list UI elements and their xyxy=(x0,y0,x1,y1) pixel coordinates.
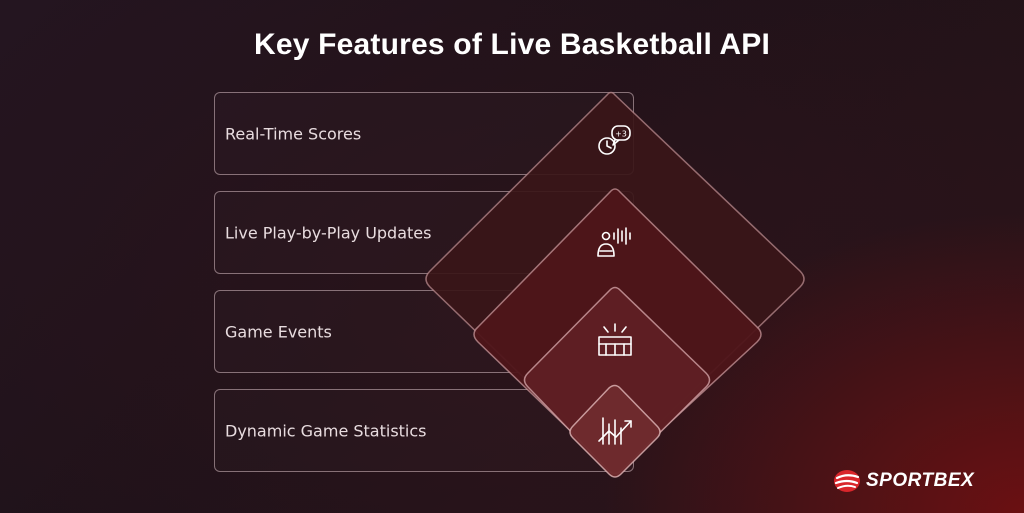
clock-plus-three-icon: +3 xyxy=(598,125,631,155)
sportbex-logo-mark-icon xyxy=(834,470,860,492)
feature-label: Real-Time Scores xyxy=(225,124,362,143)
feature-label: Dynamic Game Statistics xyxy=(225,421,427,440)
feature-label: Game Events xyxy=(225,322,332,341)
brand-name: SPORTBEX xyxy=(866,470,975,491)
feature-label: Live Play-by-Play Updates xyxy=(225,223,432,242)
score-badge-text: +3 xyxy=(615,130,627,139)
trending-stats-icon xyxy=(598,417,632,445)
page-title: Key Features of Live Basketball API xyxy=(253,28,771,61)
commentator-audio-icon xyxy=(597,227,631,257)
sportbex-logo: SPORTBEX xyxy=(832,468,974,494)
stadium-icon xyxy=(598,323,632,356)
